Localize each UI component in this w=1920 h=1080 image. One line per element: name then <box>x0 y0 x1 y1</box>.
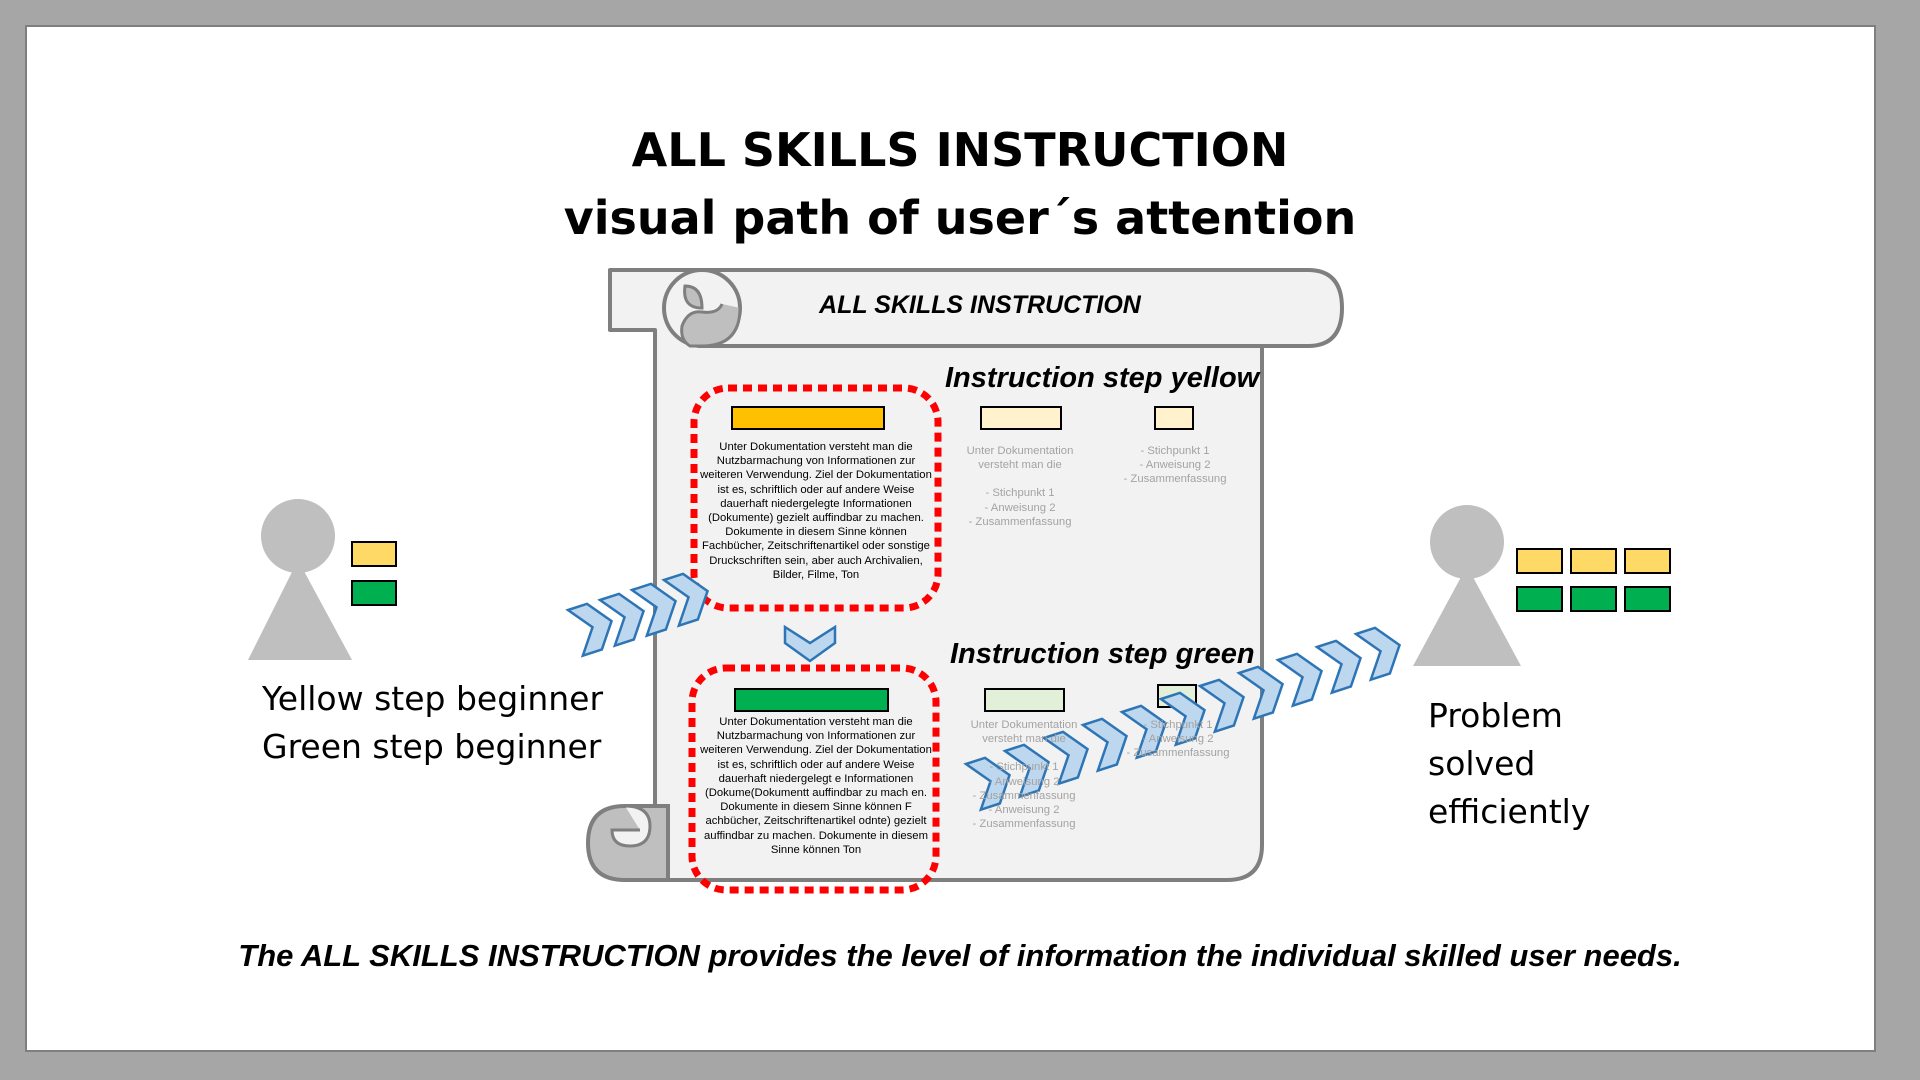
expert-label-line-3: efficiently <box>1428 792 1591 831</box>
yellow-summary-bar <box>980 406 1062 430</box>
beginner-yellow-level-icon <box>351 541 397 567</box>
scroll-top-roll <box>698 268 1345 348</box>
yellow-step-bar <box>731 406 885 430</box>
yellow-mid-summary: Unter Dokumentation versteht man die - S… <box>966 445 1074 528</box>
beginner-green-level-icon <box>351 580 397 606</box>
green-summary-bar <box>984 688 1065 712</box>
expert-user-icon <box>1413 505 1521 666</box>
yellow-right-summary: - Stichpunkt 1 - Anweisung 2 - Zusammenf… <box>1123 445 1227 486</box>
footer-statement: The ALL SKILLS INSTRUCTION provides the … <box>238 938 1682 973</box>
expert-level-icons <box>1516 548 1671 612</box>
yellow-step-paragraph: Unter Dokumentation versteht man die Nut… <box>700 441 932 581</box>
beginner-label-line-1: Yellow step beginner <box>262 679 604 718</box>
green-step-highlight <box>688 664 940 894</box>
yellow-step-heading: Instruction step yellow <box>945 362 1260 394</box>
green-step-heading: Instruction step green <box>950 638 1255 670</box>
main-title-line-2: visual path of user´s attention <box>563 191 1357 245</box>
beginner-label-line-2: Green step beginner <box>262 727 602 766</box>
green-right-summary: - Stichpunkt 1 - Anweisung 2 - Zusammenf… <box>1126 719 1230 760</box>
yellow-step-highlight <box>690 384 942 612</box>
green-step-bar <box>734 688 889 712</box>
beginner-user-icon <box>248 499 352 660</box>
main-title-line-1: ALL SKILLS INSTRUCTION <box>631 123 1289 177</box>
expert-label-line-2: solved <box>1428 744 1536 783</box>
scroll-title: ALL SKILLS INSTRUCTION <box>819 291 1141 319</box>
green-step-paragraph: Unter Dokumentation versteht man die Nut… <box>700 716 932 856</box>
expert-label-line-1: Problem <box>1428 696 1563 735</box>
yellow-keyword-bar <box>1154 406 1194 430</box>
green-mid-summary: Unter Dokumentation versteht man die - S… <box>970 719 1078 831</box>
